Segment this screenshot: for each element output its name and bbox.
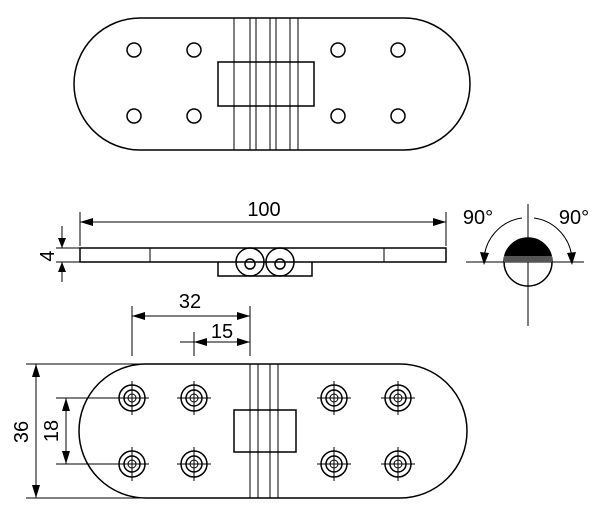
knuckle-circle-left xyxy=(235,247,265,277)
countersunk-hole xyxy=(177,447,211,481)
arrow-head xyxy=(62,398,70,411)
top-view-plate-outline xyxy=(73,17,471,151)
dim-hole-spacing-outer: 32 xyxy=(179,291,201,313)
bottom-view: 32 15 36 18 xyxy=(11,291,468,499)
arrow-head xyxy=(32,485,40,498)
arrow-head xyxy=(62,451,70,464)
arrow-head xyxy=(237,338,250,346)
side-view-plate xyxy=(79,247,447,263)
arrow-head xyxy=(132,312,145,320)
rotation-angle-right: 90° xyxy=(559,207,589,229)
countersunk-hole xyxy=(317,447,351,481)
mounting-hole xyxy=(126,108,142,124)
arrow-head xyxy=(480,252,489,265)
knuckle-circle-right xyxy=(265,247,295,277)
side-view: 100 4 xyxy=(37,199,447,282)
rotation-disc-band xyxy=(504,256,552,262)
arrow-head xyxy=(237,312,250,320)
mounting-hole xyxy=(330,42,346,58)
side-knuckle-body xyxy=(217,262,313,277)
rotation-symbol: 90° 90° xyxy=(463,204,589,326)
arrow-head xyxy=(433,218,446,226)
top-center-block xyxy=(217,61,315,107)
arrow-head xyxy=(58,262,66,272)
mounting-hole xyxy=(390,42,406,58)
dim-overall-length: 100 xyxy=(247,199,280,221)
countersunk-hole xyxy=(115,447,149,481)
dim-overall-width: 36 xyxy=(11,421,33,443)
dim-hole-spacing-vertical: 18 xyxy=(41,420,63,442)
countersunk-hole xyxy=(317,381,351,415)
top-view xyxy=(73,17,471,151)
bottom-center-block xyxy=(233,409,297,453)
arrow-head xyxy=(58,238,66,248)
countersunk-hole xyxy=(177,381,211,415)
mounting-hole xyxy=(126,42,142,58)
mounting-hole xyxy=(390,108,406,124)
bottom-view-plate-outline xyxy=(78,363,468,499)
arrow-head xyxy=(32,364,40,377)
dim-thickness: 4 xyxy=(37,250,59,261)
mounting-hole xyxy=(186,42,202,58)
mounting-hole xyxy=(330,108,346,124)
countersunk-hole xyxy=(381,381,415,415)
dim-hole-spacing-inner: 15 xyxy=(211,321,233,343)
arrow-head xyxy=(194,338,207,346)
mounting-hole xyxy=(186,108,202,124)
pin-right xyxy=(274,258,286,270)
countersunk-hole xyxy=(381,447,415,481)
arrow-head xyxy=(80,218,93,226)
countersunk-hole xyxy=(115,381,149,415)
rotation-angle-left: 90° xyxy=(463,207,493,229)
arrow-head xyxy=(567,252,576,265)
pin-left xyxy=(244,258,256,270)
